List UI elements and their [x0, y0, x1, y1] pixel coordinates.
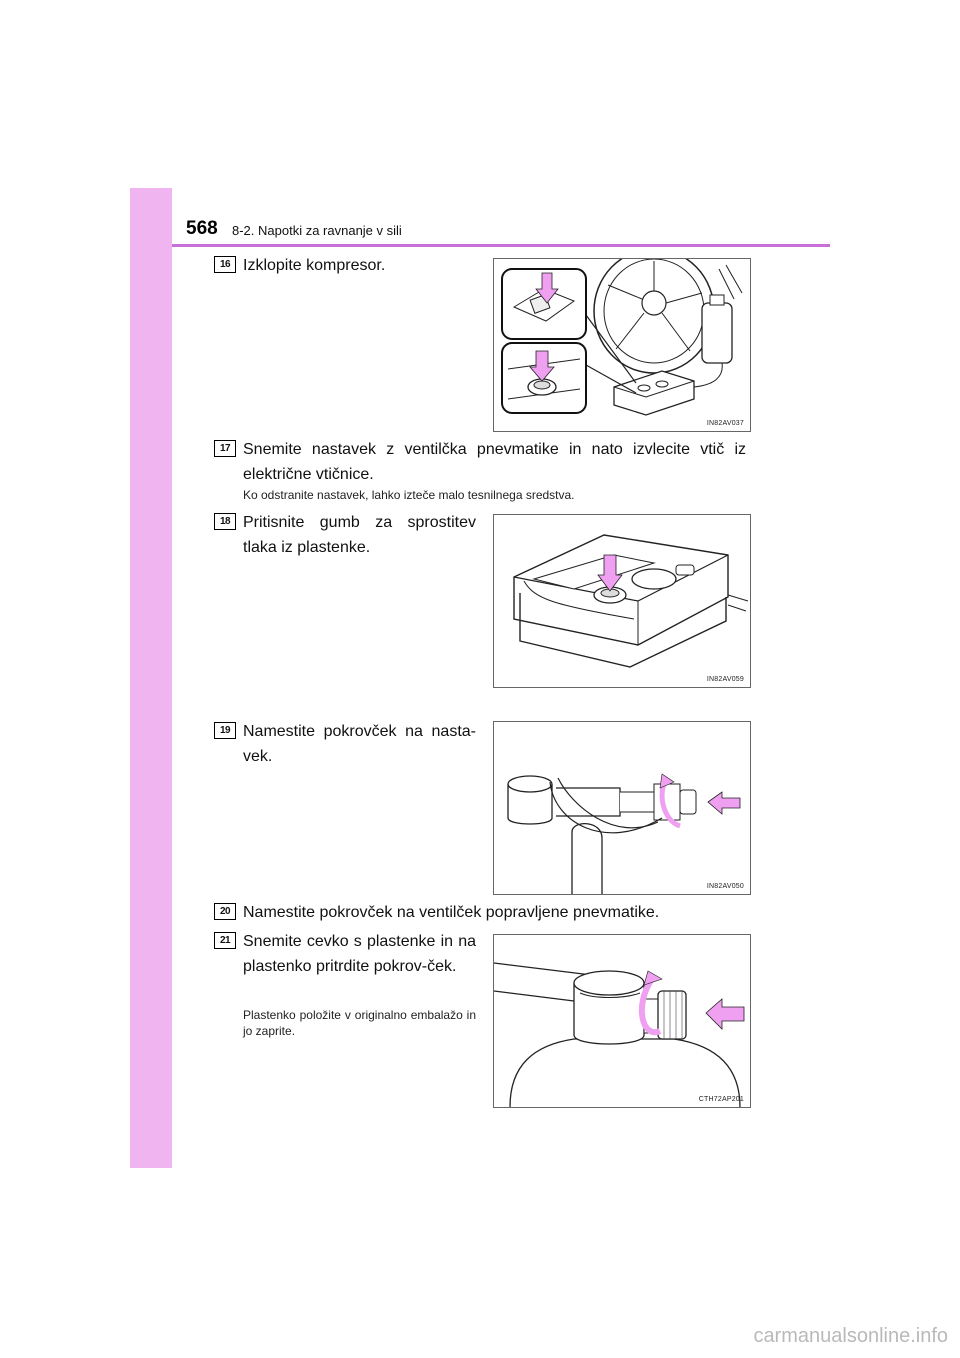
figure-compressor-switch: IN82AV037: [493, 258, 751, 432]
figure-cap-on-nozzle: IN82AV050: [493, 721, 751, 895]
step-note-21: Plastenko položite v originalno embalažo…: [243, 1008, 476, 1038]
step-badge-20: 20: [214, 903, 236, 920]
figure-code: IN82AV050: [706, 883, 744, 890]
step-badge-18: 18: [214, 513, 236, 530]
pressure-release-illustration: [513, 534, 749, 668]
step-text-19: Namestite pokrovček na nasta-vek.: [243, 723, 476, 765]
step-note-17: Ko odstranite nastavek, lahko izteče mal…: [243, 488, 575, 502]
header-rule: [172, 244, 830, 247]
step-text-21: Snemite cevko s plastenke in na plastenk…: [243, 933, 476, 975]
cap-on-nozzle-illustration: [507, 773, 741, 894]
side-color-band: [130, 188, 172, 1168]
step-text-16: Izklopite kompresor.: [243, 257, 386, 274]
figure-code: IN82AV037: [706, 420, 744, 427]
figure-cap-on-bottle: CTH72AP201: [493, 934, 751, 1108]
step-text-17: Snemite nastavek z ventilčka pnevmatike …: [243, 441, 746, 483]
step-badge-17: 17: [214, 440, 236, 457]
step-badge-19: 19: [214, 722, 236, 739]
compressor-switch-illustration: [501, 259, 743, 416]
section-title: 8-2. Napotki za ravnanje v sili: [232, 223, 402, 238]
watermark: carmanualsonline.info: [753, 1325, 948, 1347]
figure-code: CTH72AP201: [698, 1096, 744, 1103]
cap-on-bottle-illustration: [494, 962, 745, 1107]
step-badge-21: 21: [214, 932, 236, 949]
step-text-20: Namestite pokrovček na ventilček popravl…: [243, 904, 660, 921]
step-text-18: Pritisnite gumb za sprostitev tlaka iz p…: [243, 514, 476, 556]
figure-code: IN82AV059: [706, 676, 744, 683]
step-badge-16: 16: [214, 256, 236, 273]
figure-pressure-release: IN82AV059: [493, 514, 751, 688]
page-number: 568: [186, 218, 218, 239]
